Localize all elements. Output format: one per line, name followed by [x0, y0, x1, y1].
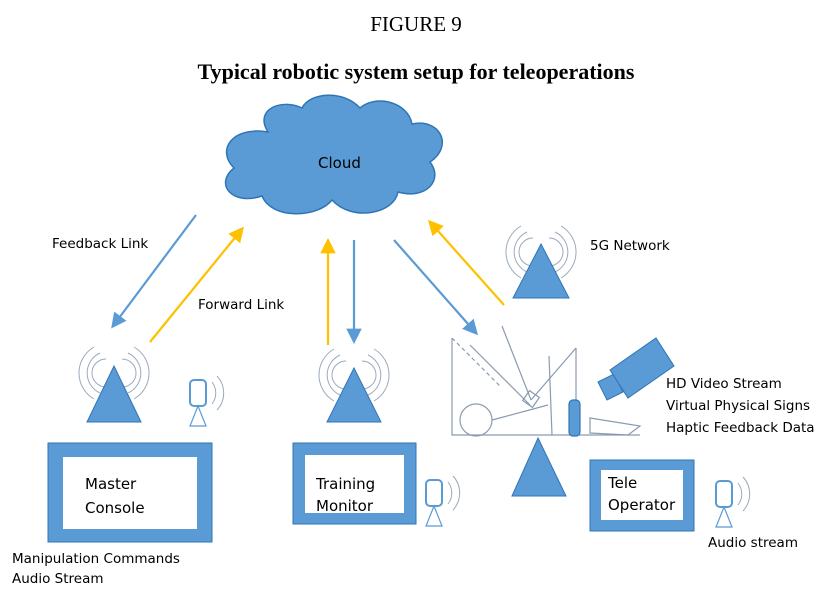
tele-note: Audio stream	[708, 535, 798, 551]
feedback-link-label: Feedback Link	[52, 236, 148, 252]
master-antenna-icon	[78, 346, 150, 423]
figure-title: Typical robotic system setup for teleope…	[198, 59, 635, 84]
network-label: 5G Network	[590, 238, 670, 254]
robot-note-line3: Haptic Feedback Data	[666, 420, 815, 436]
master-console-label-2: Console	[85, 499, 145, 517]
training-monitor-label-2: Monitor	[316, 497, 374, 515]
robot-arm-icon	[451, 325, 642, 437]
cloud-label: Cloud	[318, 154, 361, 172]
tele-mic-icon	[715, 476, 751, 528]
master-console-label-1: Master	[85, 475, 137, 493]
tele-operator-label-2: Operator	[608, 496, 676, 514]
tele-operator-label-1: Tele	[607, 474, 637, 492]
camera-icon	[597, 337, 675, 401]
master-mic-icon	[189, 375, 225, 427]
robot-note-line2: Virtual Physical Signs	[666, 398, 810, 414]
forward-arrow-master	[149, 226, 244, 343]
training-mic-icon	[425, 475, 461, 527]
tele-operator-monitor	[589, 459, 695, 532]
network-tower-icon	[505, 225, 577, 299]
robot-note-line1: HD Video Stream	[666, 376, 782, 392]
forward-link-label: Forward Link	[198, 297, 284, 313]
training-antenna-icon	[318, 348, 390, 423]
master-console-monitor	[47, 442, 213, 543]
master-note-line2: Audio Stream	[12, 571, 104, 587]
master-note-line1: Manipulation Commands	[12, 551, 180, 567]
feedback-arrow-master	[111, 214, 197, 329]
figure-number: FIGURE 9	[370, 12, 462, 36]
training-monitor-label-1: Training	[315, 475, 375, 493]
forward-arrow-robot	[427, 219, 505, 306]
cloud-shape	[224, 94, 443, 215]
robot-antenna-icon	[511, 436, 567, 497]
feedback-arrow-robot	[393, 239, 479, 336]
training-monitor	[292, 442, 417, 525]
